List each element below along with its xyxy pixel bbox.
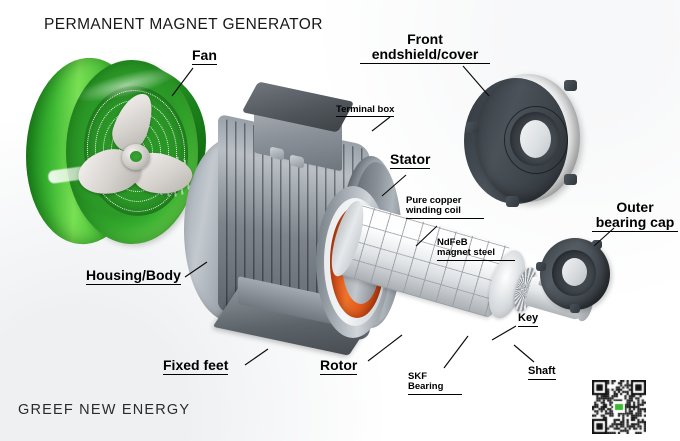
endshield-lug	[466, 122, 479, 133]
endshield-lug	[564, 174, 577, 185]
label-winding-coil: Pure copper winding coil	[406, 195, 484, 219]
label-outer-bearing-cap: Outer bearing cap	[592, 199, 678, 233]
bearing-cap-bore	[562, 258, 587, 286]
label-skf-bearing: SKF Bearing	[408, 371, 462, 395]
label-magnet-steel-line2: magnet steel	[437, 248, 515, 261]
bearing-cap-lug	[536, 262, 546, 271]
page-title: PERMANENT MAGNET GENERATOR	[44, 16, 323, 33]
label-rotor: Rotor	[320, 357, 358, 376]
label-outer-bearing-cap-line2: bearing cap	[592, 215, 678, 233]
label-skf-bearing-line2: Bearing	[408, 382, 462, 395]
label-terminal-box: Terminal box	[336, 104, 395, 118]
label-stator: Stator	[390, 151, 431, 170]
label-front-endshield: Front endshield/cover	[360, 31, 490, 65]
label-front-endshield-line2: endshield/cover	[360, 47, 490, 65]
outer-bearing-cap	[536, 234, 618, 316]
qr-code[interactable]	[592, 380, 646, 434]
label-fixed-feet: Fixed feet	[163, 357, 229, 376]
bearing-cap-lug	[570, 304, 580, 313]
label-front-endshield-line1: Front	[407, 31, 443, 47]
endshield-lug	[564, 80, 577, 91]
label-shaft: Shaft	[528, 365, 556, 380]
label-magnet-steel: NdFeB magnet steel	[437, 237, 515, 261]
endshield-ring-outer	[504, 106, 568, 174]
qr-code-canvas	[592, 380, 646, 434]
label-skf-bearing-line1: SKF	[408, 371, 427, 382]
label-outer-bearing-cap-line1: Outer	[616, 199, 654, 215]
label-winding-coil-line1: Pure copper	[406, 195, 462, 206]
label-fan: Fan	[192, 47, 217, 66]
endshield-bore	[520, 120, 551, 158]
fan-hub	[122, 144, 150, 170]
endshield-lug	[506, 196, 519, 207]
label-housing-body: Housing/Body	[86, 267, 181, 286]
label-magnet-steel-line1: NdFeB	[437, 237, 468, 248]
bearing-cap-lug	[592, 240, 602, 249]
front-endshield-cover	[462, 70, 588, 210]
label-key: Key	[518, 312, 539, 327]
brand-watermark: GREEF NEW ENERGY	[18, 402, 191, 418]
label-winding-coil-line2: winding coil	[406, 206, 484, 219]
